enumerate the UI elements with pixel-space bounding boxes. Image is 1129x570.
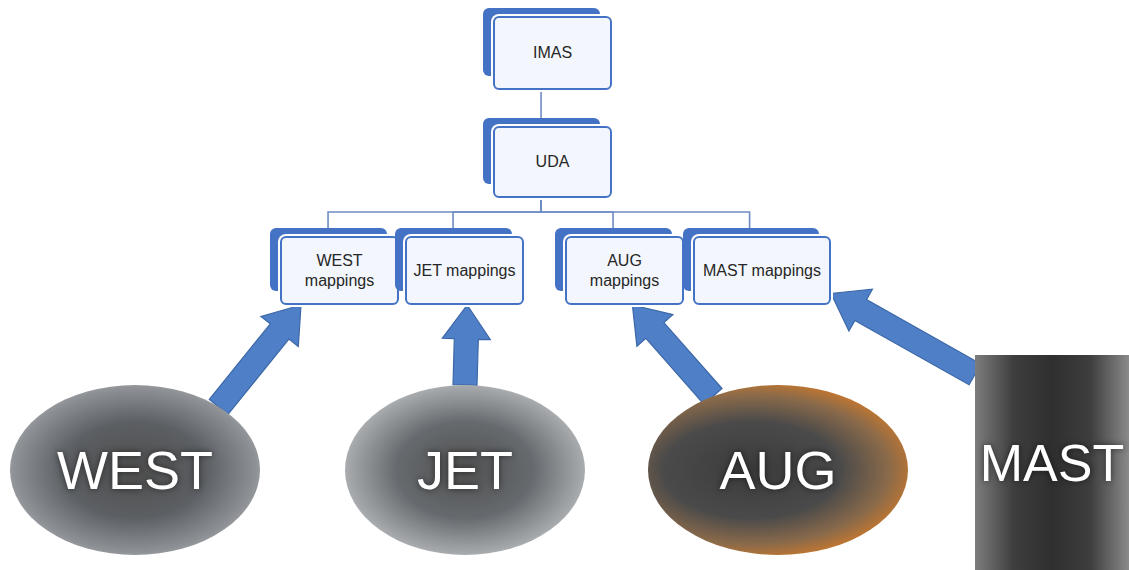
stacked-box: UDA — [483, 118, 612, 198]
tokamak-photo-ellipse: JET — [345, 385, 585, 555]
tokamak-photo-ellipse: WEST — [10, 385, 260, 555]
block-arrow — [442, 305, 490, 385]
box-front-panel: UDA — [493, 126, 612, 198]
tree-connector — [541, 198, 613, 228]
block-arrow — [209, 305, 301, 414]
box-label: MAST mappings — [703, 261, 821, 280]
box-front-panel: WEST mappings — [280, 236, 399, 305]
box-front-panel: AUG mappings — [565, 236, 684, 305]
box-front-panel: IMAS — [493, 16, 612, 90]
box-label: IMAS — [533, 43, 572, 62]
box-label: AUG mappings — [573, 251, 676, 289]
box-front-panel: MAST mappings — [693, 236, 831, 305]
tree-connector — [541, 198, 750, 228]
tree-connector — [453, 198, 541, 228]
box-front-panel: JET mappings — [405, 236, 524, 305]
stacked-box: WEST mappings — [270, 228, 399, 305]
stacked-box: JET mappings — [395, 228, 524, 305]
tree-connector — [540, 90, 542, 118]
box-label: WEST mappings — [288, 251, 391, 289]
stacked-box: AUG mappings — [555, 228, 684, 305]
box-label: JET mappings — [414, 261, 516, 280]
machine-name: MAST — [980, 437, 1124, 489]
machine-name: JET — [417, 443, 513, 497]
tree-connector — [328, 198, 541, 228]
stacked-box: MAST mappings — [683, 228, 831, 305]
block-arrow — [632, 305, 722, 404]
machine-name: AUG — [719, 443, 836, 497]
machine-name: WEST — [57, 443, 213, 497]
box-label: UDA — [536, 152, 570, 171]
tokamak-photo-ellipse: AUG — [648, 385, 908, 555]
tokamak-photo-panel: MAST — [975, 355, 1129, 570]
stacked-box: IMAS — [483, 8, 612, 90]
block-arrow — [831, 289, 981, 385]
